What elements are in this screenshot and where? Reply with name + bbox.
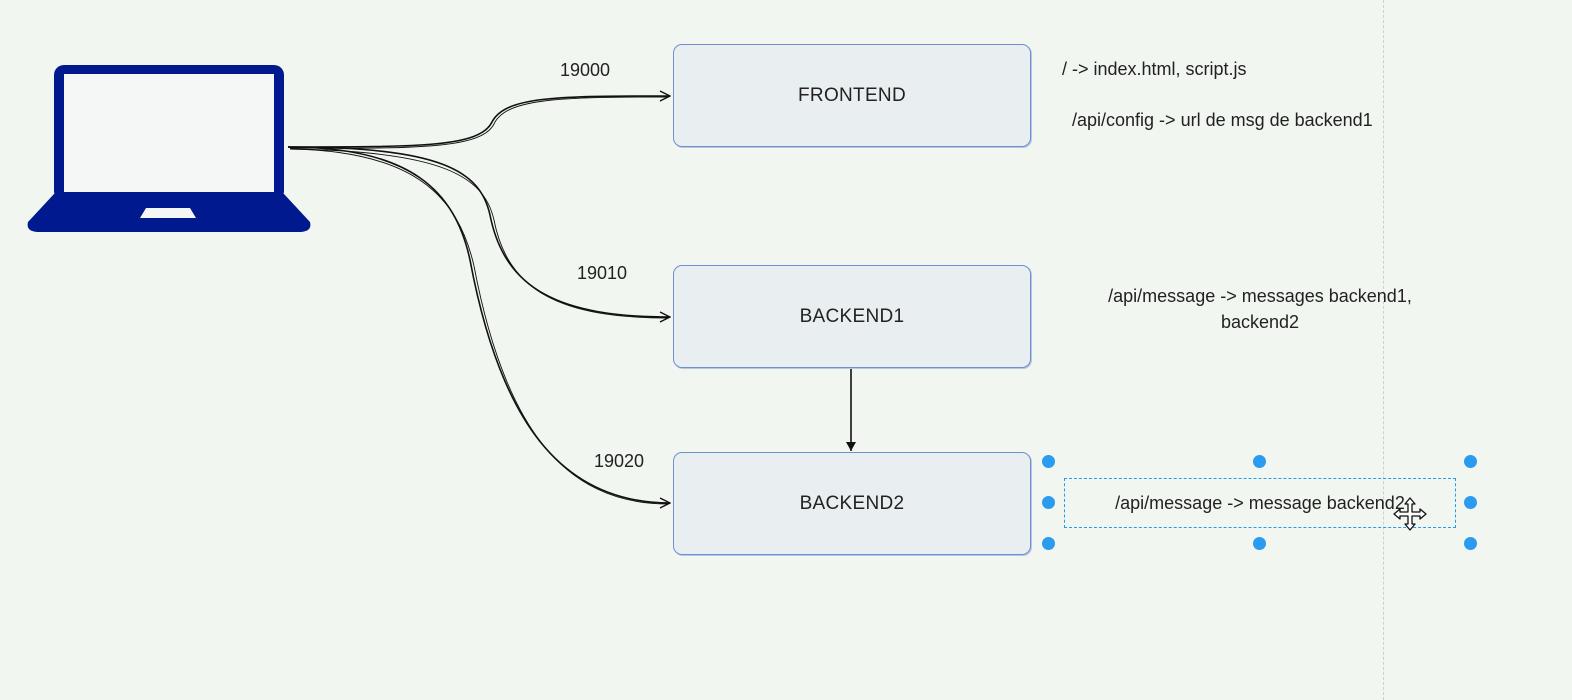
backend2-node[interactable]: BACKEND2	[673, 452, 1031, 555]
frontend-note-config[interactable]: /api/config -> url de msg de backend1	[1072, 110, 1373, 130]
backend2-note-text: /api/message -> message backend2	[1115, 492, 1405, 513]
resize-handle-bottom-right[interactable]	[1464, 537, 1477, 550]
backend1-note[interactable]: /api/message -> messages backend1, backe…	[1080, 283, 1440, 335]
laptop-icon[interactable]	[26, 60, 312, 236]
edge-laptop-frontend-sketch	[289, 96, 669, 149]
resize-handle-left[interactable]	[1042, 496, 1055, 509]
port-label-backend1[interactable]: 19010	[577, 263, 628, 283]
edge-laptop-backend1-sketch	[289, 148, 669, 319]
backend2-label: BACKEND2	[799, 492, 905, 514]
edge-laptop-backend2-sketch	[290, 148, 669, 505]
edge-laptop-backend1	[287, 146, 670, 317]
resize-handle-right[interactable]	[1464, 496, 1477, 509]
resize-handle-bottom-left[interactable]	[1042, 537, 1055, 550]
backend1-node[interactable]: BACKEND1	[673, 265, 1031, 368]
resize-handle-top-right[interactable]	[1464, 455, 1477, 468]
backend1-label: BACKEND1	[799, 305, 905, 327]
port-label-frontend[interactable]: 19000	[560, 60, 611, 80]
edge-laptop-frontend	[287, 96, 670, 148]
alignment-guide	[1383, 0, 1384, 700]
port-label-backend2[interactable]: 19020	[594, 451, 645, 471]
resize-handle-top-left[interactable]	[1042, 455, 1055, 468]
backend2-note-selected[interactable]: /api/message -> message backend2	[1064, 478, 1456, 528]
edge-laptop-backend2	[287, 146, 670, 503]
backend1-note-line1: /api/message -> messages backend1,	[1108, 286, 1412, 306]
backend1-note-line2: backend2	[1220, 312, 1300, 332]
resize-handle-bottom[interactable]	[1253, 537, 1266, 550]
frontend-node[interactable]: FRONTEND	[673, 44, 1031, 147]
frontend-label: FRONTEND	[798, 84, 906, 106]
frontend-note-root[interactable]: / -> index.html, script.js	[1062, 59, 1247, 79]
resize-handle-top[interactable]	[1253, 455, 1266, 468]
